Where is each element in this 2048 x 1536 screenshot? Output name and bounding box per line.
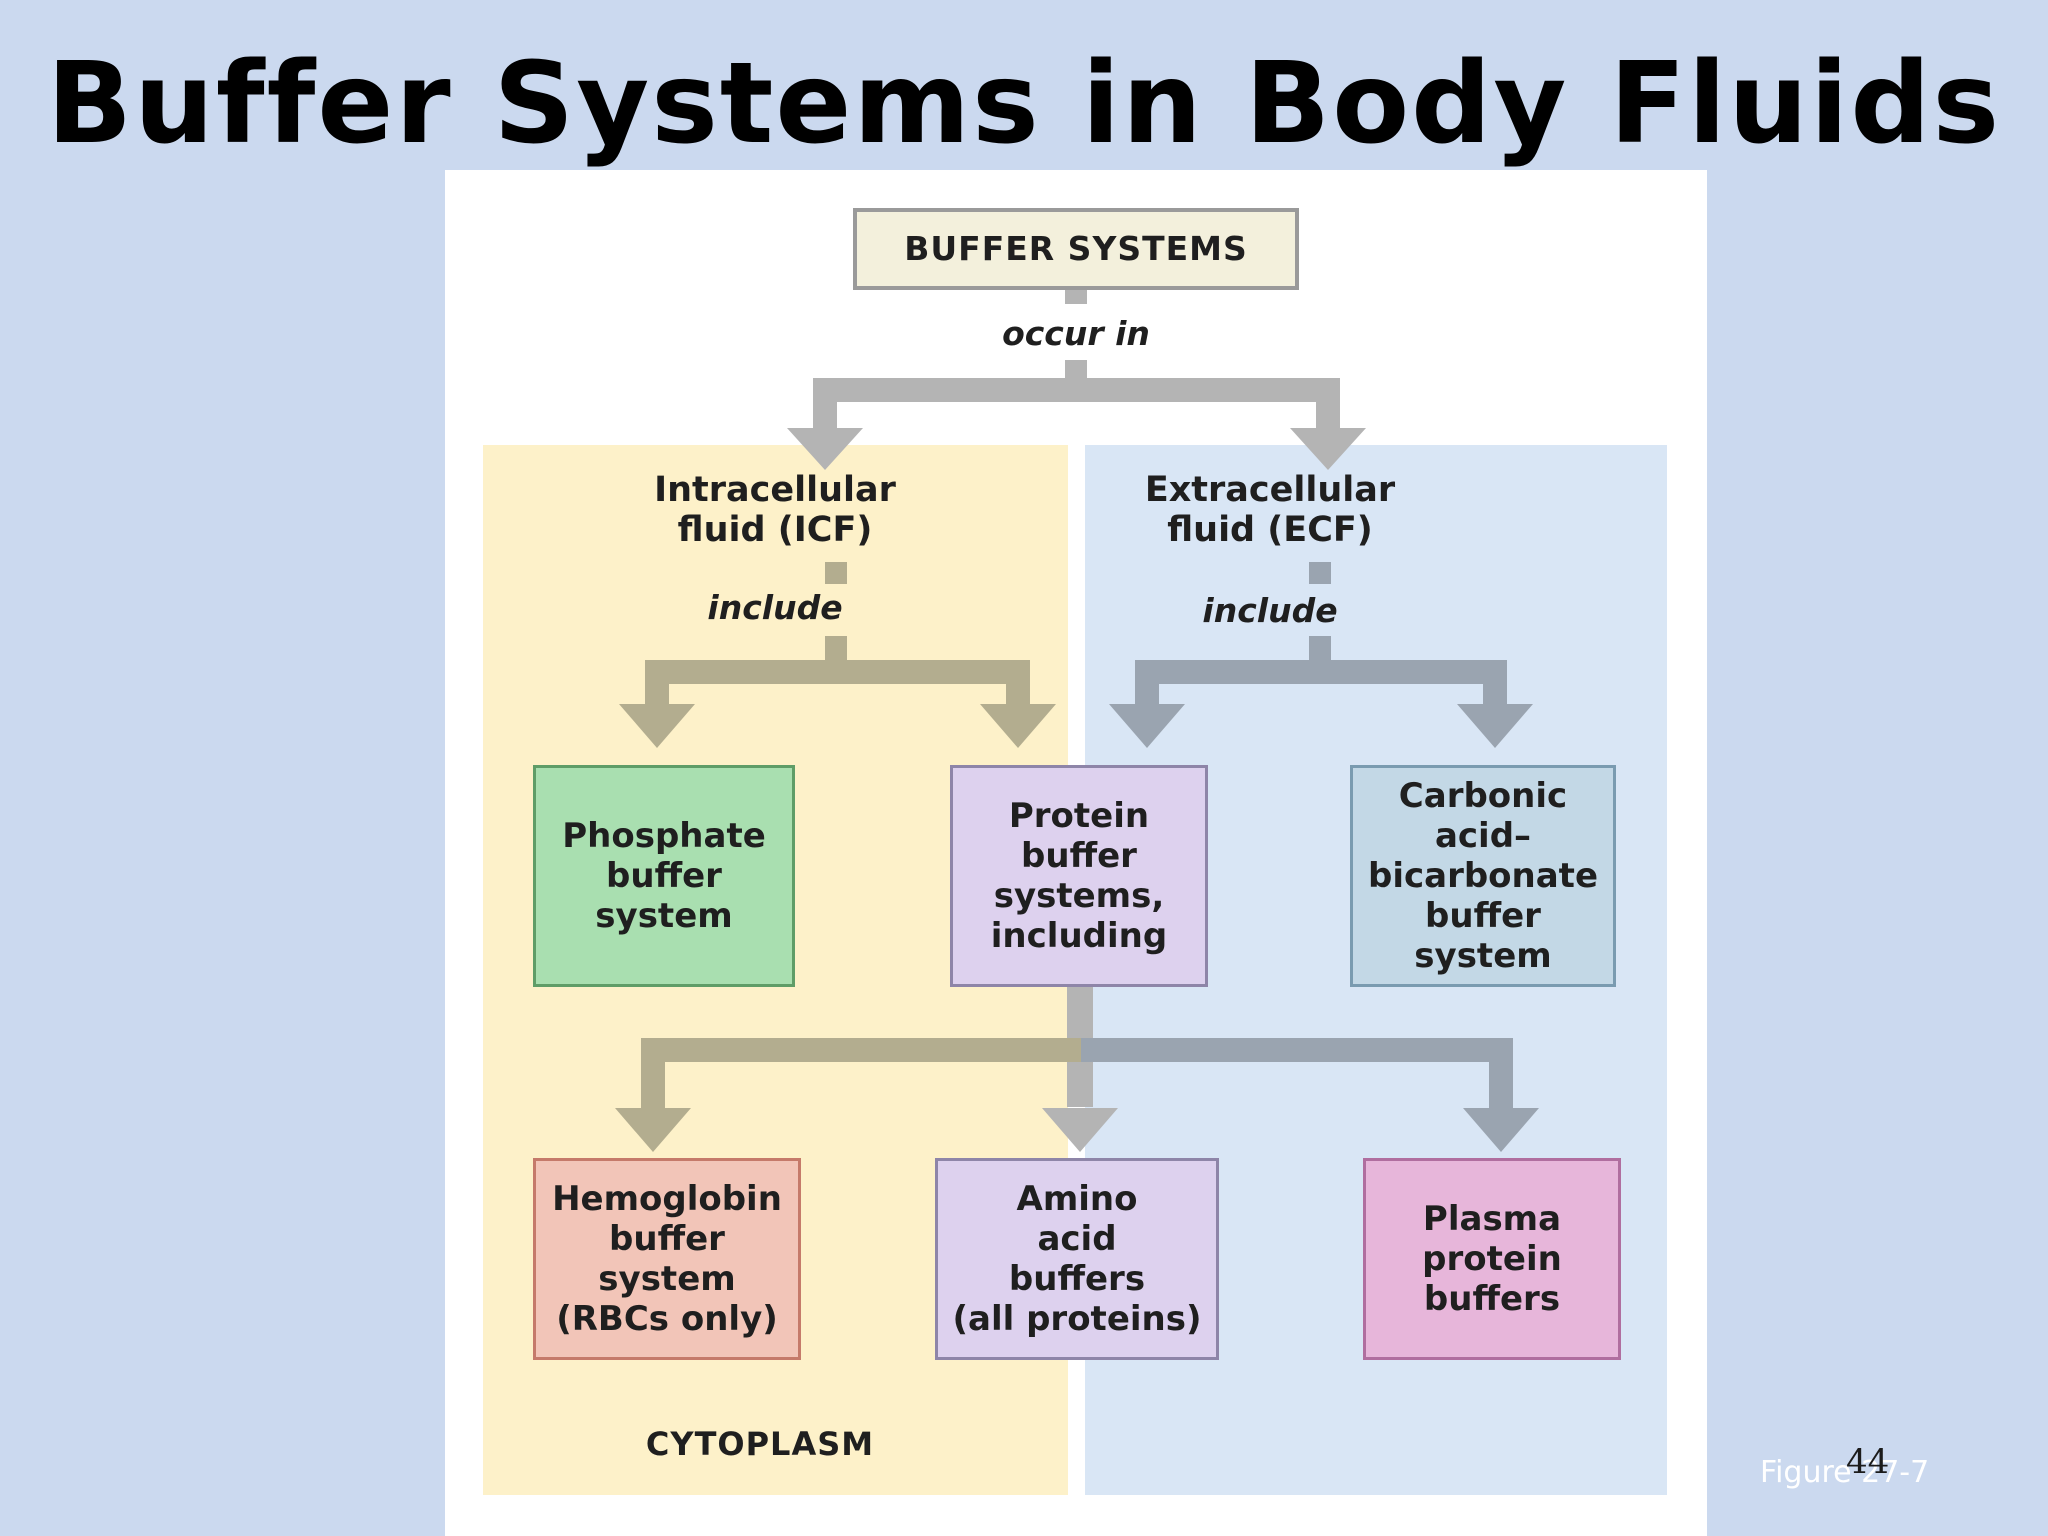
- buffer-systems-figure: BUFFER SYSTEMS occur in Intracellular fl…: [445, 170, 1707, 1536]
- root-left-drop: [813, 378, 837, 430]
- protein-buffer-box: Protein buffer systems, including: [950, 765, 1208, 987]
- arrow-icf-to-protein: [980, 704, 1056, 748]
- arrow-to-icf: [787, 428, 863, 470]
- slide-title: Buffer Systems in Body Fluids: [46, 39, 2002, 169]
- phosphate-buffer-box: Phosphate buffer system: [533, 765, 795, 987]
- ecf-stem-lower: [1309, 636, 1331, 666]
- ecf-include-label: include: [1202, 591, 1338, 630]
- hemoglobin-buffer-box: Hemoglobin buffer system (RBCs only): [533, 1158, 801, 1360]
- amino-acid-buffers-box: Amino acid buffers (all proteins): [935, 1158, 1219, 1360]
- ecf-stem-upper: [1309, 562, 1331, 584]
- icf-heading: Intracellular fluid (ICF): [654, 470, 896, 550]
- arrow-to-carbonic: [1457, 704, 1533, 748]
- arrow-to-hemoglobin: [615, 1108, 691, 1152]
- ecf-split-bar: [1135, 660, 1507, 684]
- icf-stem-lower: [825, 636, 847, 666]
- figure-caption: Figure 27-7: [1760, 1455, 1930, 1490]
- icf-left-drop: [645, 660, 669, 706]
- icf-stem-upper: [825, 562, 847, 584]
- plasma-protein-buffers-box: Plasma protein buffers: [1363, 1158, 1621, 1360]
- root-stem-upper: [1065, 290, 1087, 304]
- arrow-ecf-to-protein: [1109, 704, 1185, 748]
- ecf-heading: Extracellular fluid (ECF): [1144, 470, 1396, 550]
- ecf-right-drop: [1483, 660, 1507, 706]
- slide-number: 44: [1846, 1442, 1890, 1482]
- icf-right-drop: [1006, 660, 1030, 706]
- icf-split-bar: [645, 660, 1030, 684]
- buffer-systems-box: BUFFER SYSTEMS: [853, 208, 1299, 290]
- protein-left-drop: [641, 1038, 665, 1110]
- arrow-to-plasma: [1463, 1108, 1539, 1152]
- protein-split-bar-left: [641, 1038, 1081, 1062]
- protein-split-bar-right: [1081, 1038, 1513, 1062]
- arrow-to-ecf: [1290, 428, 1366, 470]
- arrow-to-phosphate: [619, 704, 695, 748]
- icf-include-label: include: [707, 588, 843, 627]
- root-right-drop: [1316, 378, 1340, 430]
- carbonic-acid-bicarbonate-box: Carbonic acid– bicarbonate buffer system: [1350, 765, 1616, 987]
- root-split-bar: [813, 378, 1340, 402]
- flow-arrows: [615, 290, 1539, 1152]
- cytoplasm-label: CYTOPLASM: [645, 1425, 875, 1463]
- ecf-left-drop: [1135, 660, 1159, 706]
- protein-right-drop: [1489, 1038, 1513, 1110]
- arrow-to-amino: [1042, 1108, 1118, 1152]
- occur-in-label: occur in: [1002, 314, 1150, 353]
